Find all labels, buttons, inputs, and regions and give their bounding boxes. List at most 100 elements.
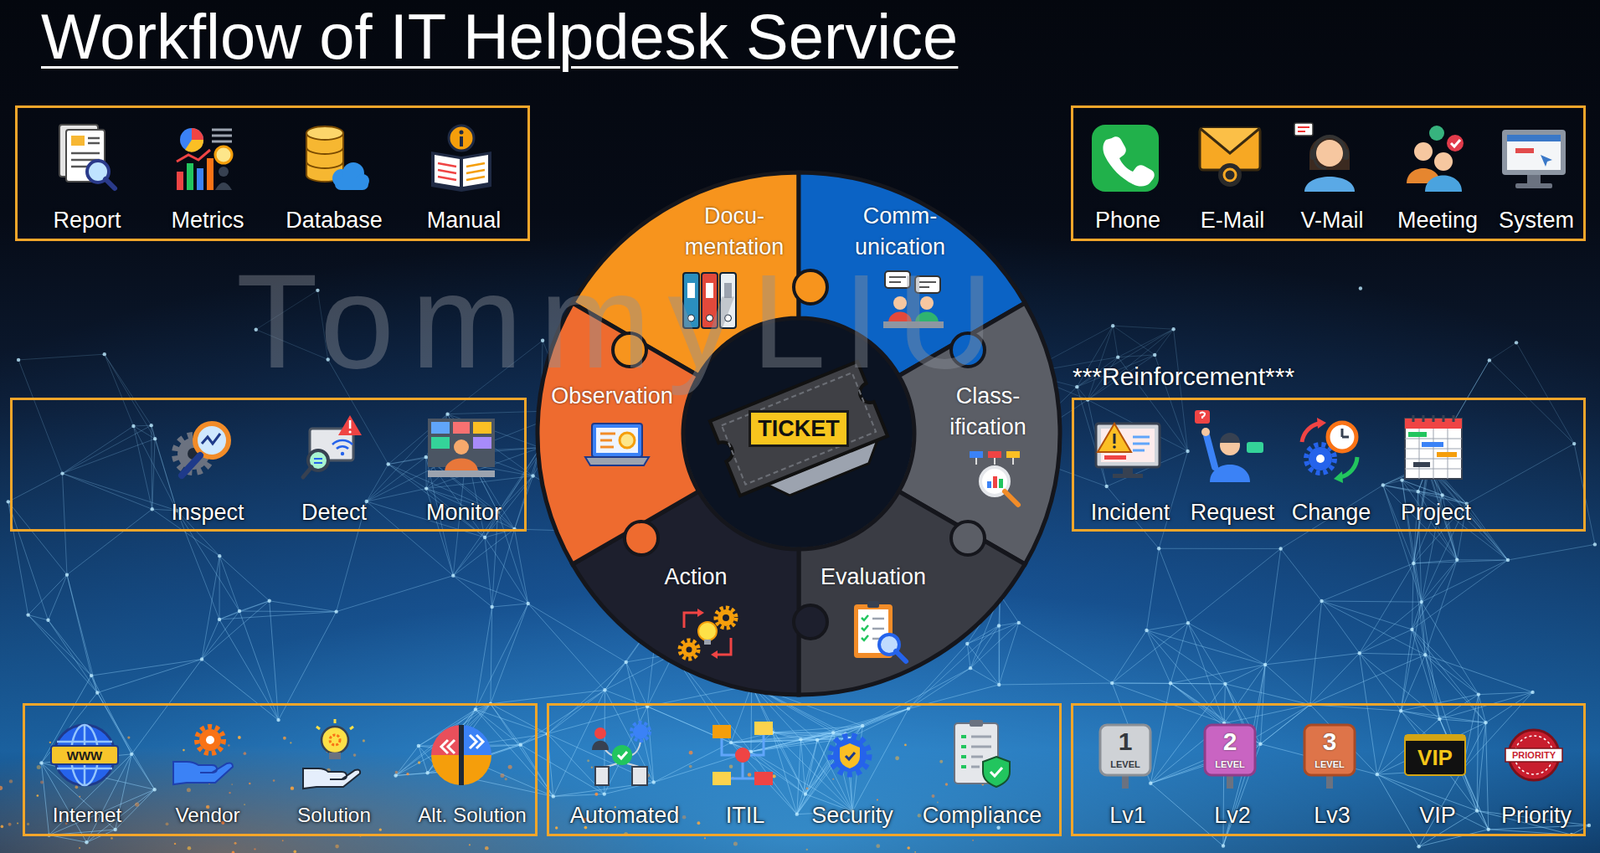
action-icon-part: [704, 639, 711, 645]
network-line: [1359, 653, 1378, 775]
incident-icon-part: [1132, 437, 1150, 451]
network-line: [133, 425, 151, 428]
ticket-shape-part: [709, 361, 888, 496]
network-line: [1158, 548, 1282, 550]
evaluation-icon-part: [861, 615, 869, 641]
network-line: [1421, 560, 1458, 602]
network-line: [1421, 601, 1479, 695]
icon-text: VIP: [1417, 746, 1453, 769]
manual-icon-part: [437, 163, 457, 181]
city-light: [186, 787, 191, 793]
network-dot: [1593, 542, 1597, 546]
city-light: [16, 822, 19, 824]
system-icon-part: [1507, 134, 1561, 170]
network-line: [998, 622, 1019, 685]
icon-text: LEVEL: [1110, 760, 1140, 770]
network-dot: [1487, 358, 1492, 362]
city-light: [875, 843, 880, 849]
manual-icon-part: [459, 130, 464, 135]
level-sign-icon: [1100, 725, 1151, 789]
network-line: [1111, 683, 1225, 685]
network-line: [47, 575, 67, 621]
metrics-icon-part: [206, 158, 214, 191]
item-label: VIP: [1419, 802, 1456, 829]
email-icon-part: [1218, 163, 1242, 187]
incident-icon-part: [1112, 445, 1117, 449]
action-icon-part: [679, 640, 699, 659]
network-line: [730, 685, 752, 743]
monitor-icon: [427, 418, 495, 478]
city-light: [79, 796, 82, 798]
network-line: [426, 457, 515, 530]
network-line: [1359, 653, 1426, 655]
network-dot: [1476, 692, 1481, 696]
item-group-box: ***Reinforcement***IncidentRequestChange…: [1071, 397, 1586, 532]
network-line: [1466, 443, 1575, 505]
puzzle-knob: [793, 605, 828, 639]
network-line: [18, 360, 62, 474]
item-label: Detect: [301, 499, 367, 526]
network-line: [492, 529, 515, 608]
puzzle-knob: [624, 521, 659, 556]
network-dot: [1110, 681, 1114, 685]
network-line: [1413, 560, 1508, 564]
laptop-icon-part: [585, 457, 649, 466]
alt-solution-icon-part: [431, 725, 462, 756]
city-light: [0, 825, 5, 829]
network-line: [490, 704, 548, 735]
network-line: [8, 501, 49, 620]
vendor-icon-part: [205, 735, 215, 745]
metrics-icon-part: [191, 128, 204, 140]
manual-icon-part: [434, 154, 460, 187]
metrics-icon-part: [186, 163, 194, 191]
itil-flowchart-icon-part: [754, 771, 773, 786]
network-dot: [129, 752, 134, 757]
network-line: [452, 576, 492, 608]
meeting-icon-part: [1425, 175, 1462, 193]
city-light: [772, 774, 777, 778]
network-line: [1411, 560, 1457, 630]
level-sign-icon-part: [1304, 725, 1355, 776]
network-dot: [815, 738, 819, 742]
network-dot: [1483, 720, 1487, 725]
item-label: Lv1: [1109, 802, 1147, 829]
project-icon-part: [1408, 432, 1427, 438]
item-label: Request: [1190, 499, 1276, 526]
action-icon-part: [686, 647, 693, 654]
city-light: [110, 837, 114, 840]
city-light: [0, 786, 3, 791]
network-line: [1250, 704, 1310, 741]
network-line: [1478, 694, 1487, 724]
item-group-box: ReportMetricsDatabaseManual: [15, 105, 530, 242]
item-group-box: AutomatedITILSecurityCompliance: [546, 703, 1062, 837]
network-line: [1224, 684, 1310, 705]
compliance-icon-part: [990, 767, 1003, 777]
action-icon-part: [715, 637, 731, 655]
network-line: [1111, 683, 1171, 685]
ticket-label: TICKET: [748, 410, 849, 448]
solution-icon-part: [321, 726, 349, 754]
network-line: [1173, 329, 1189, 452]
network-line: [1281, 485, 1384, 550]
item-label: Priority: [1501, 802, 1572, 829]
network-line: [1188, 622, 1266, 665]
network-line: [1413, 563, 1426, 655]
network-dot: [1399, 709, 1403, 713]
compliance-icon-part: [961, 736, 967, 767]
network-line: [1322, 601, 1360, 654]
network-line: [269, 601, 279, 721]
itil-flowchart-icon-part: [712, 771, 731, 786]
itil-flowchart-icon-part: [735, 747, 751, 763]
network-dot: [803, 792, 808, 796]
project-icon-part: [1413, 415, 1454, 422]
network-line: [1400, 710, 1477, 811]
network-line: [1359, 563, 1415, 654]
network-line: [1402, 480, 1419, 493]
network-dot: [416, 744, 421, 748]
system-icon-part: [1540, 154, 1553, 167]
change-icon-part: [1340, 457, 1358, 478]
network-line: [1188, 622, 1225, 724]
solution-icon-part: [316, 719, 354, 730]
network-line: [8, 473, 63, 503]
detect-icon-part: [338, 415, 362, 436]
